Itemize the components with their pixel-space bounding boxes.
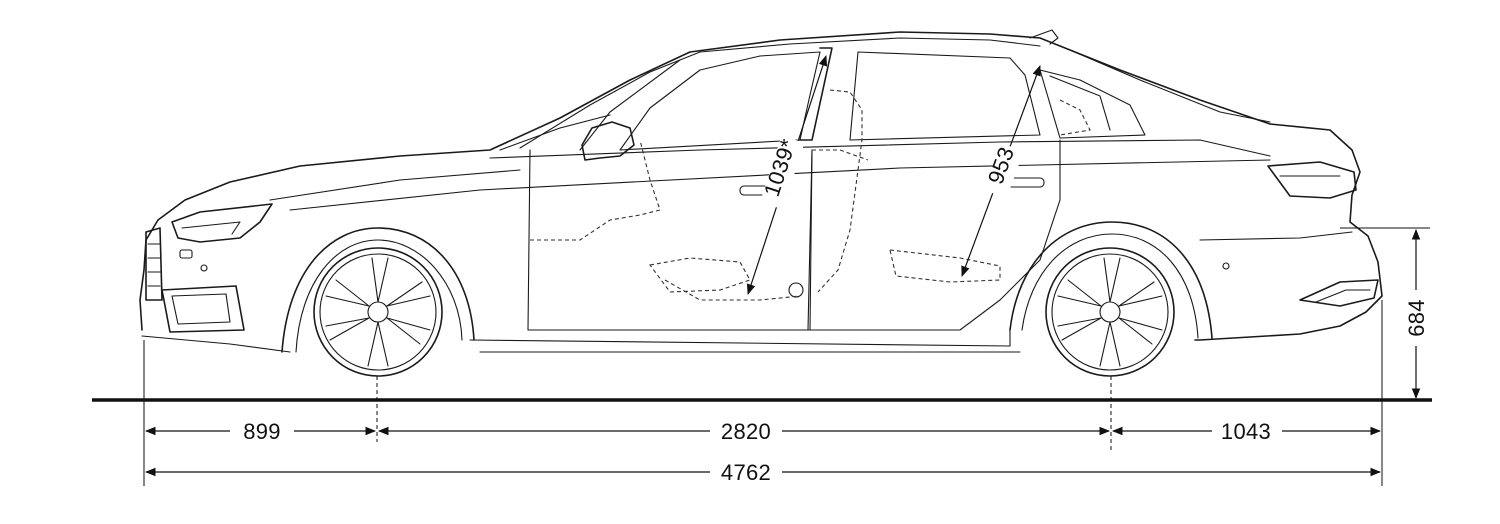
dimension-rear-headroom: 953 [961, 64, 1041, 278]
front-wheel [313, 247, 443, 377]
dimension-wheelbase: 2820 [377, 418, 1111, 444]
dimension-rear-height: 684 [1403, 228, 1429, 400]
extension-lines [143, 227, 1430, 486]
wheelbase-label: 2820 [721, 419, 771, 444]
rear-wheel [1045, 247, 1175, 377]
dimension-front-overhang: 899 [144, 418, 377, 444]
front-overhang-label: 899 [243, 419, 281, 444]
dimension-overall-length: 4762 [144, 459, 1382, 485]
rear-overhang-label: 1043 [1221, 419, 1271, 444]
rear-height-label: 684 [1404, 299, 1429, 337]
rear-headroom-label: 953 [983, 143, 1019, 187]
overall-length-label: 4762 [721, 460, 771, 485]
dimension-rear-overhang: 1043 [1111, 418, 1382, 444]
car-outline [139, 29, 1383, 353]
